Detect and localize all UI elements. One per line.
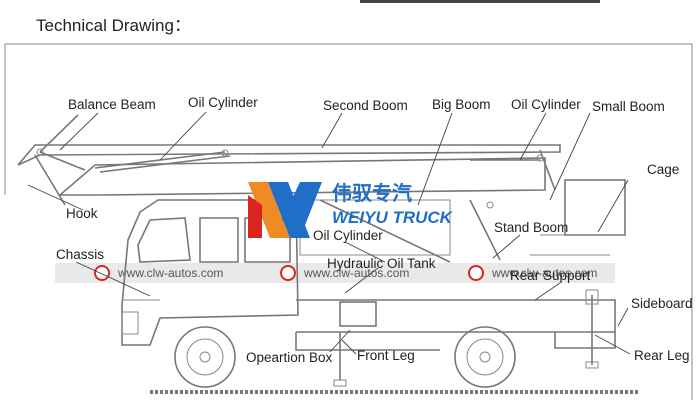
hook-shape: [34, 154, 66, 206]
label-big-boom: Big Boom: [432, 97, 491, 112]
label-operation-box: Opeartion Box: [246, 350, 333, 365]
top-border-line: [360, 0, 600, 3]
truck-cab: [121, 199, 299, 346]
logo-red-stroke: [248, 195, 262, 238]
label-balance-beam: Balance Beam: [68, 97, 156, 112]
front-leg-shape: [333, 332, 347, 387]
logo-orange-stroke: [248, 182, 290, 238]
big-boom-shape: [57, 157, 546, 196]
label-oil-cylinder-middle: Oil Cylinder: [313, 228, 383, 243]
label-small-boom: Small Boom: [592, 99, 665, 114]
leader-lines: [27, 111, 631, 355]
label-second-boom: Second Boom: [323, 98, 408, 113]
boom-assembly: [17, 114, 561, 263]
svg-text:www.clw-autos.com: www.clw-autos.com: [303, 266, 409, 280]
label-rear-support: Rear Support: [510, 268, 591, 283]
label-chassis: Chassis: [56, 247, 104, 262]
label-sideboard: Sideboard: [631, 296, 693, 311]
label-rear-leg: Rear Leg: [634, 348, 690, 363]
label-front-leg: Front Leg: [357, 348, 415, 363]
drawing-frame: [5, 43, 693, 400]
page-title: Technical Drawing：: [36, 16, 191, 35]
brand-en: WEIYU TRUCK: [332, 208, 454, 227]
oil-cylinder-left: [99, 155, 231, 173]
balance-beam-shape: [39, 114, 79, 153]
label-oil-cylinder-top-right: Oil Cylinder: [511, 97, 581, 112]
svg-text:www.clw-autos.com: www.clw-autos.com: [491, 266, 597, 280]
watermark-middle: www.clw-autos.com: [280, 265, 409, 281]
rear-leg-shape: [585, 289, 599, 369]
watermark-left: www.clw-autos.com: [94, 265, 223, 281]
label-hydraulic-oil-tank: Hydraulic Oil Tank: [327, 256, 436, 271]
label-oil-cylinder-top-left: Oil Cylinder: [188, 95, 258, 110]
cage-shape: [564, 179, 626, 236]
front-wheel: [174, 326, 236, 388]
watermark-right: www.clw-autos.com: [468, 265, 597, 281]
oil-cylinder-middle-shape: [319, 199, 451, 263]
svg-text:www.clw-autos.com: www.clw-autos.com: [117, 266, 223, 280]
label-stand-boom: Stand Boom: [494, 220, 568, 235]
logo-blue-stroke-2: [282, 182, 322, 238]
label-hook: Hook: [66, 206, 98, 221]
brand-cn: 伟驭专汽: [332, 181, 412, 205]
operation-box-shape: [339, 301, 377, 327]
rear-wheel: [454, 326, 516, 388]
weiyu-truck-logo: 伟驭专汽 WEIYU TRUCK: [248, 181, 454, 238]
label-cage: Cage: [647, 162, 679, 177]
stand-boom-shape: [469, 199, 501, 261]
